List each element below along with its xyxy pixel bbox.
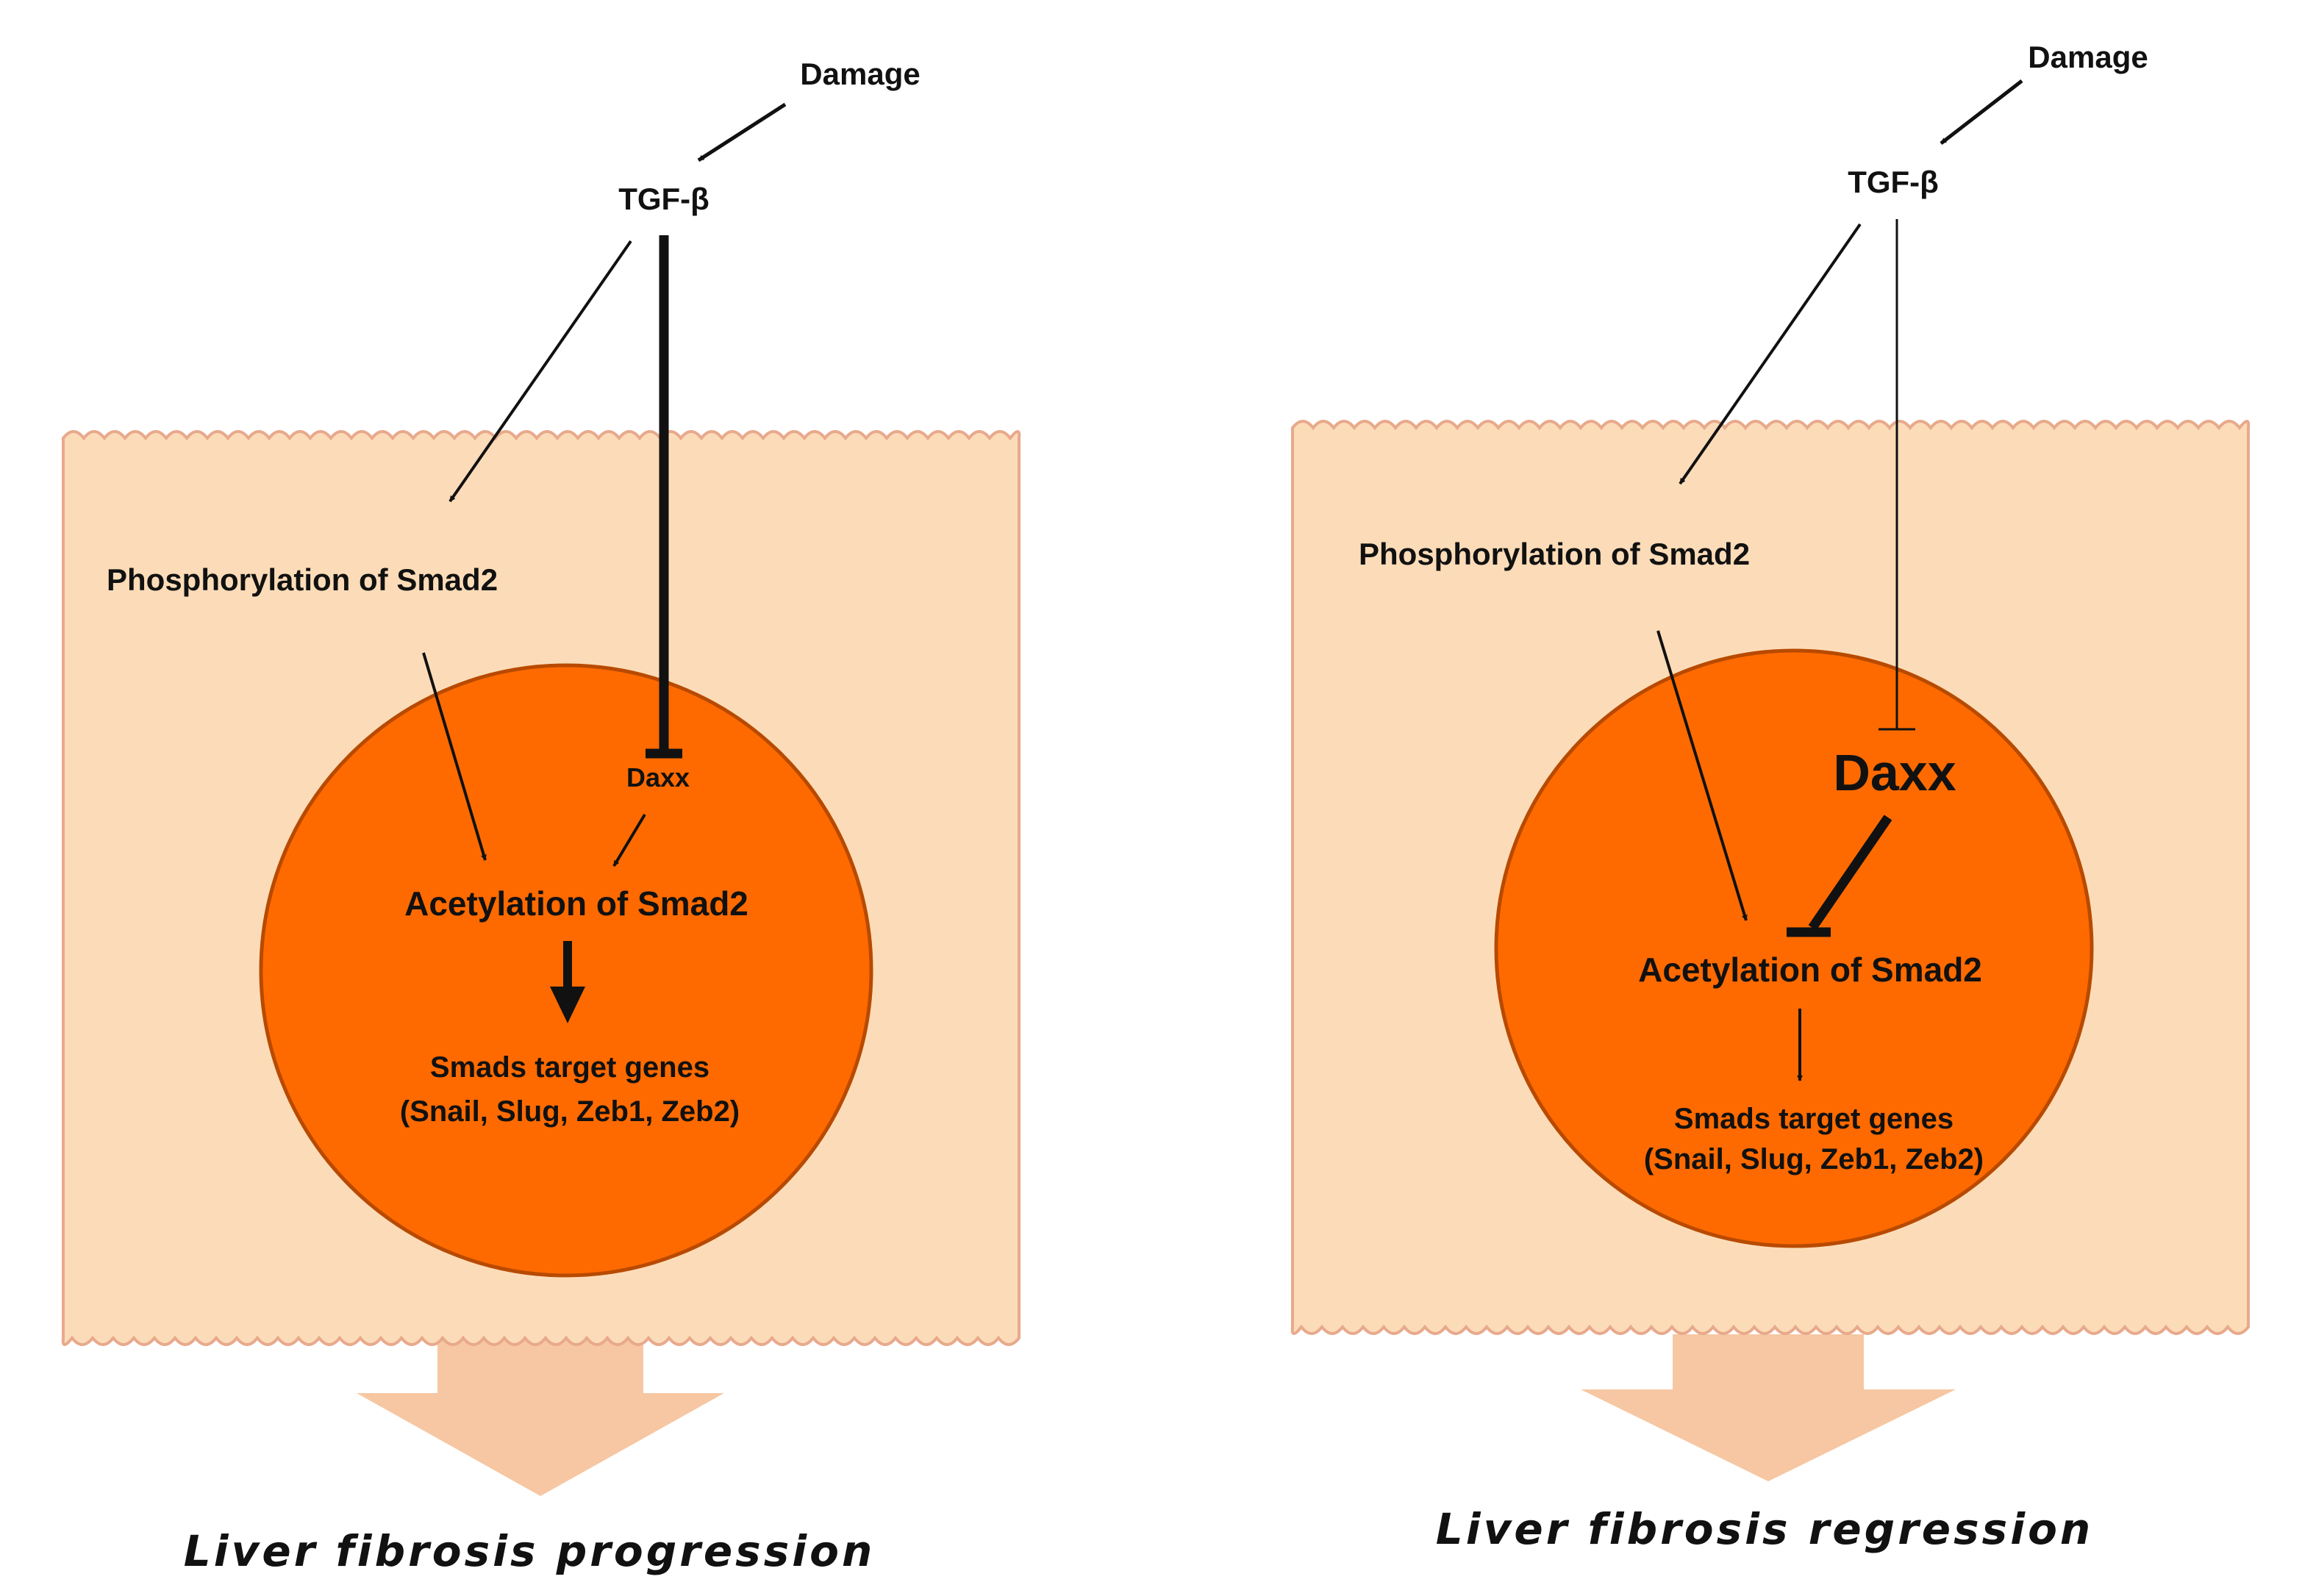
left-acetyl-to-targets-arrowhead [550, 987, 585, 1023]
right-targets-line1: Smads target genes [1674, 1103, 1954, 1135]
right-acetyl-label: Acetylation of Smad2 [1638, 951, 1982, 989]
left-panel: Damage TGF-β Phosphorylation of Smad2 Da… [61, 57, 1021, 1576]
right-tgf-to-phospho-arrow [1679, 223, 1862, 485]
right-caption: Liver fibrosis regression [1436, 1504, 2093, 1554]
left-tgf-label: TGF-β [618, 182, 709, 216]
left-phospho-to-acetyl-arrow [422, 652, 487, 861]
right-phospho-to-acetyl-arrow [1656, 630, 1748, 921]
right-damage-label: Damage [2028, 40, 2148, 74]
left-damage-to-tgf-arrow [697, 102, 787, 162]
left-acetyl-label: Acetylation of Smad2 [404, 884, 748, 923]
left-phospho-label: Phosphorylation of Smad2 [107, 562, 498, 597]
left-damage-label: Damage [800, 57, 920, 91]
left-daxx-to-acetyl-arrow [612, 813, 646, 867]
left-caption: Liver fibrosis progression [184, 1526, 875, 1576]
left-targets-line1: Smads target genes [430, 1051, 709, 1084]
right-targets-line2: (Snail, Slug, Zeb1, Zeb2) [1644, 1143, 1984, 1175]
left-targets-line2: (Snail, Slug, Zeb1, Zeb2) [400, 1095, 740, 1128]
right-panel: Damage TGF-β Phosphorylation of Smad2 Da… [1290, 40, 2251, 1554]
left-outcome-arrow [357, 1323, 724, 1496]
left-tgf-to-phospho-arrow [448, 240, 632, 503]
right-nucleus [1494, 648, 2094, 1248]
right-damage-to-tgf-arrow [1940, 79, 2023, 145]
right-daxx-label: Daxx [1833, 744, 1956, 801]
right-outcome-arrow [1581, 1334, 1956, 1481]
left-daxx-label: Daxx [626, 762, 690, 792]
right-daxx-inhibits-acetyl-line [1808, 815, 1892, 931]
right-phospho-label: Phosphorylation of Smad2 [1359, 537, 1750, 571]
right-tgf-label: TGF-β [1848, 165, 1939, 199]
